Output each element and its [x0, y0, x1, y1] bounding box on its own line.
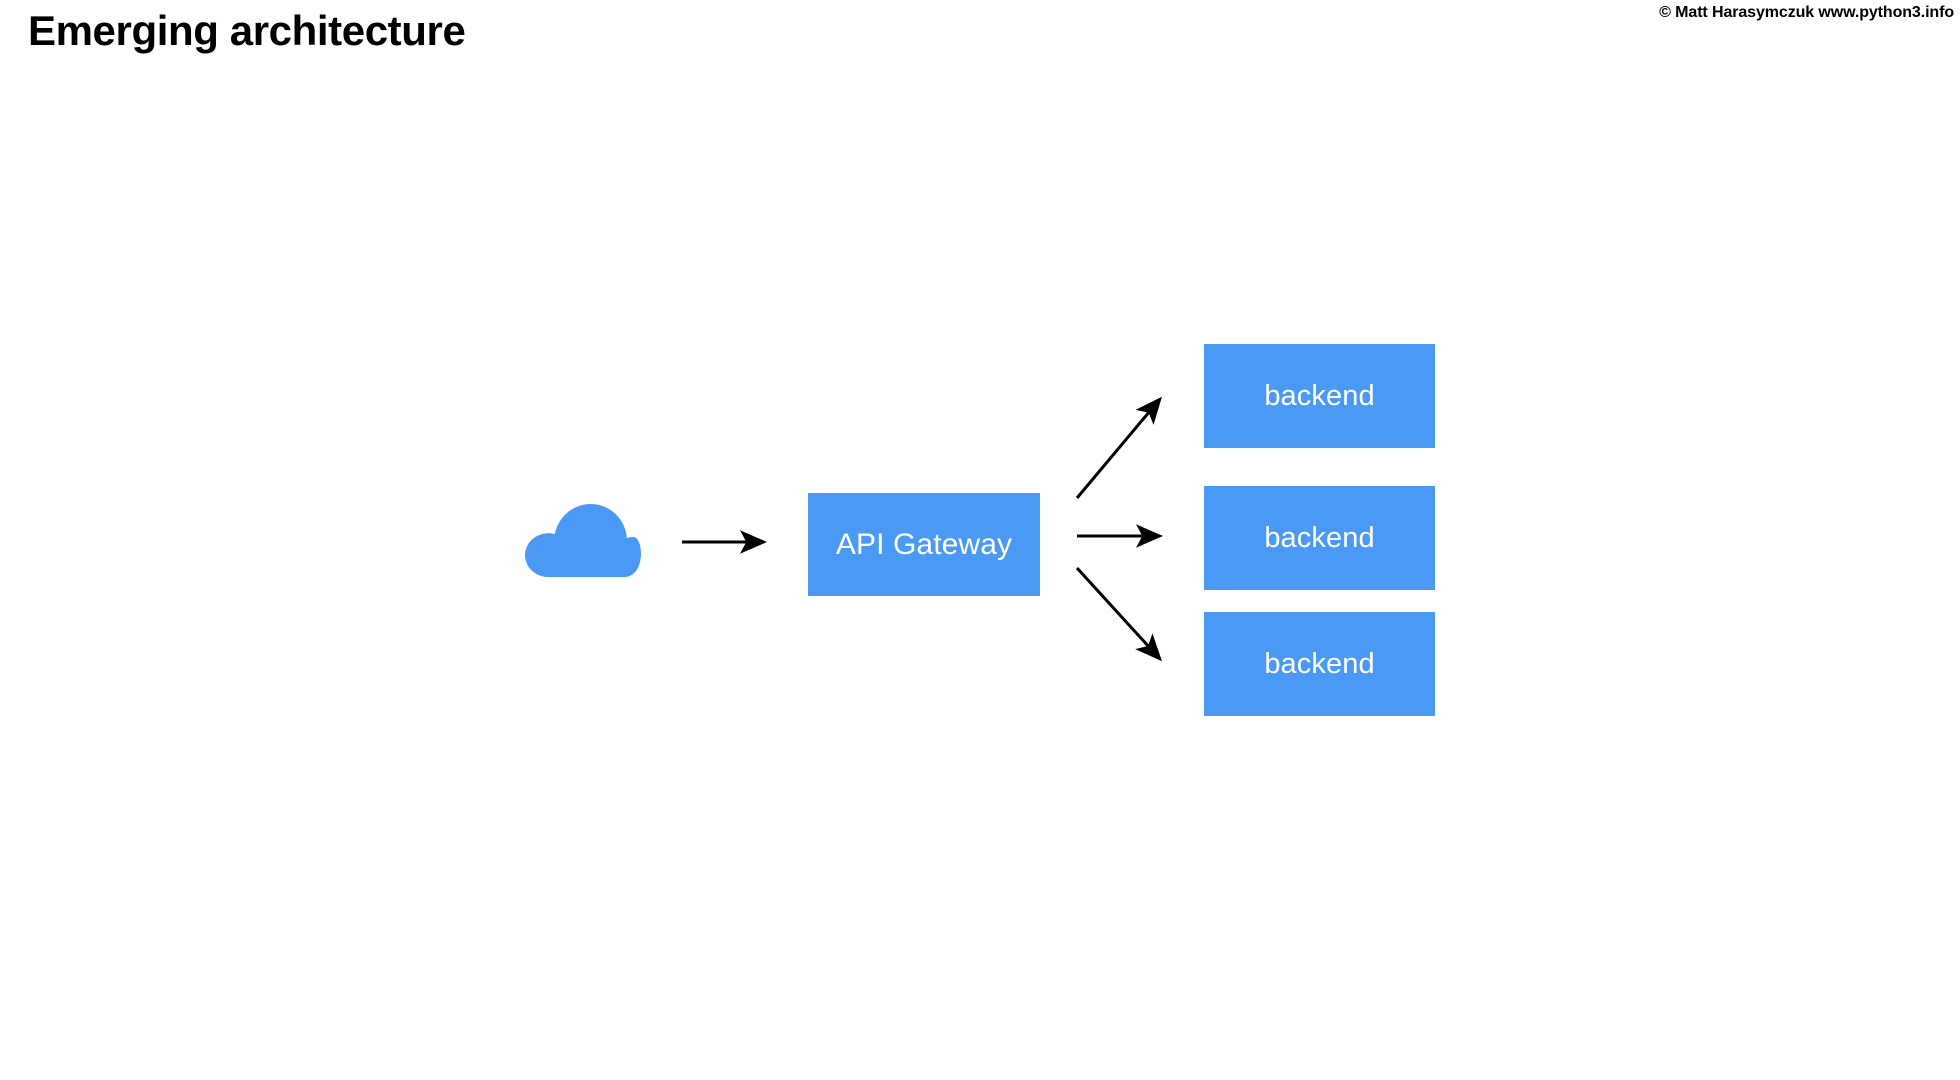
node-api-gateway[interactable]: API Gateway: [808, 493, 1040, 596]
node-backend-3[interactable]: backend: [1204, 612, 1435, 716]
node-backend-3-label: backend: [1264, 647, 1375, 680]
node-backend-2-label: backend: [1264, 521, 1375, 554]
connector-gateway-to-backend-3: [1075, 566, 1163, 662]
cloud-node[interactable]: [524, 503, 642, 579]
page-title: Emerging architecture: [28, 7, 466, 54]
node-backend-1-label: backend: [1264, 379, 1375, 412]
node-backend-1[interactable]: backend: [1204, 344, 1435, 448]
node-api-gateway-label: API Gateway: [835, 527, 1013, 561]
connector-gateway-to-backend-1: [1075, 396, 1162, 499]
copyright-notice: © Matt Harasymczuk www.python3.info: [1659, 4, 1954, 21]
node-backend-2[interactable]: backend: [1204, 486, 1435, 590]
cloud-icon: [525, 504, 641, 577]
